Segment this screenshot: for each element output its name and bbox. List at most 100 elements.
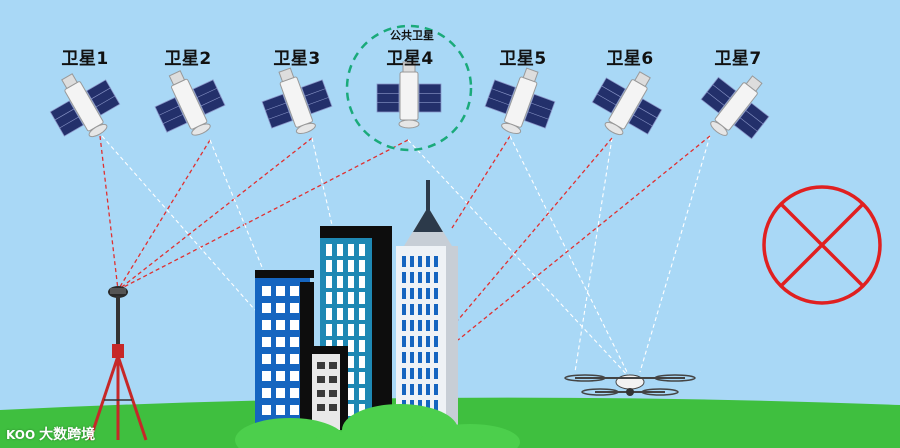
- window: [434, 368, 438, 379]
- window: [337, 260, 343, 272]
- satellite-icon: [584, 59, 672, 148]
- window: [326, 292, 332, 304]
- window: [418, 320, 422, 331]
- window: [418, 384, 422, 395]
- signal-line: [118, 138, 312, 290]
- window: [418, 336, 422, 347]
- signal-line: [102, 136, 255, 310]
- window: [402, 320, 406, 331]
- window: [402, 384, 406, 395]
- window: [329, 390, 337, 397]
- window: [317, 376, 325, 383]
- satellite-icon: [255, 59, 338, 143]
- window: [418, 272, 422, 283]
- window: [359, 372, 365, 384]
- window: [337, 308, 343, 320]
- satellite-icon: [146, 60, 232, 147]
- window: [290, 303, 299, 313]
- window: [326, 260, 332, 272]
- window: [262, 303, 271, 313]
- signal-line: [458, 138, 612, 320]
- city-buildings: [255, 180, 458, 430]
- window: [262, 388, 271, 398]
- satellite-icon: [480, 59, 563, 143]
- window: [276, 286, 285, 296]
- window: [402, 336, 406, 347]
- window: [410, 272, 414, 283]
- window: [326, 308, 332, 320]
- window: [348, 356, 354, 368]
- window: [348, 404, 354, 416]
- satellite-label-7: 卫星7: [698, 44, 778, 69]
- window: [359, 324, 365, 336]
- window: [348, 388, 354, 400]
- window: [337, 276, 343, 288]
- window: [418, 288, 422, 299]
- window: [348, 276, 354, 288]
- signal-line: [458, 136, 710, 340]
- window: [317, 390, 325, 397]
- window: [262, 286, 271, 296]
- window: [329, 404, 337, 411]
- window: [402, 288, 406, 299]
- window: [434, 336, 438, 347]
- window: [326, 244, 332, 256]
- window: [426, 336, 430, 347]
- gnss-receiver-tripod-icon: [90, 286, 146, 440]
- window: [359, 260, 365, 272]
- window: [290, 405, 299, 415]
- signal-line: [510, 136, 630, 378]
- window: [418, 304, 422, 315]
- window: [426, 384, 430, 395]
- window: [434, 384, 438, 395]
- window: [434, 320, 438, 331]
- window: [276, 320, 285, 330]
- window: [276, 337, 285, 347]
- window: [326, 276, 332, 288]
- signal-line: [100, 136, 118, 290]
- satellite-icon: [39, 61, 127, 150]
- window: [359, 388, 365, 400]
- window: [337, 324, 343, 336]
- window: [359, 340, 365, 352]
- window: [426, 288, 430, 299]
- no-signal-icon: [764, 187, 880, 303]
- window: [426, 368, 430, 379]
- window: [276, 388, 285, 398]
- satellite-label-3: 卫星3: [257, 44, 337, 69]
- signal-line: [640, 136, 710, 372]
- satellite-label-4: 卫星4: [370, 44, 450, 69]
- window: [348, 260, 354, 272]
- window: [348, 372, 354, 384]
- window: [348, 340, 354, 352]
- satellites: [39, 59, 782, 152]
- window: [262, 354, 271, 364]
- window: [359, 356, 365, 368]
- window: [290, 320, 299, 330]
- signal-line: [312, 138, 335, 238]
- window: [426, 320, 430, 331]
- window: [402, 368, 406, 379]
- signal-line: [575, 138, 612, 372]
- building-left: [255, 270, 314, 430]
- window: [262, 405, 271, 415]
- window: [402, 352, 406, 363]
- window: [290, 388, 299, 398]
- drone-icon: [565, 375, 695, 396]
- window: [434, 288, 438, 299]
- window: [410, 320, 414, 331]
- window: [426, 272, 430, 283]
- window: [434, 304, 438, 315]
- window: [426, 352, 430, 363]
- satellite-label-2: 卫星2: [148, 44, 228, 69]
- window: [348, 244, 354, 256]
- window: [276, 371, 285, 381]
- window: [410, 384, 414, 395]
- window: [317, 404, 325, 411]
- window: [317, 362, 325, 369]
- window: [418, 368, 422, 379]
- building-small: [312, 346, 348, 430]
- window: [359, 292, 365, 304]
- window: [262, 371, 271, 381]
